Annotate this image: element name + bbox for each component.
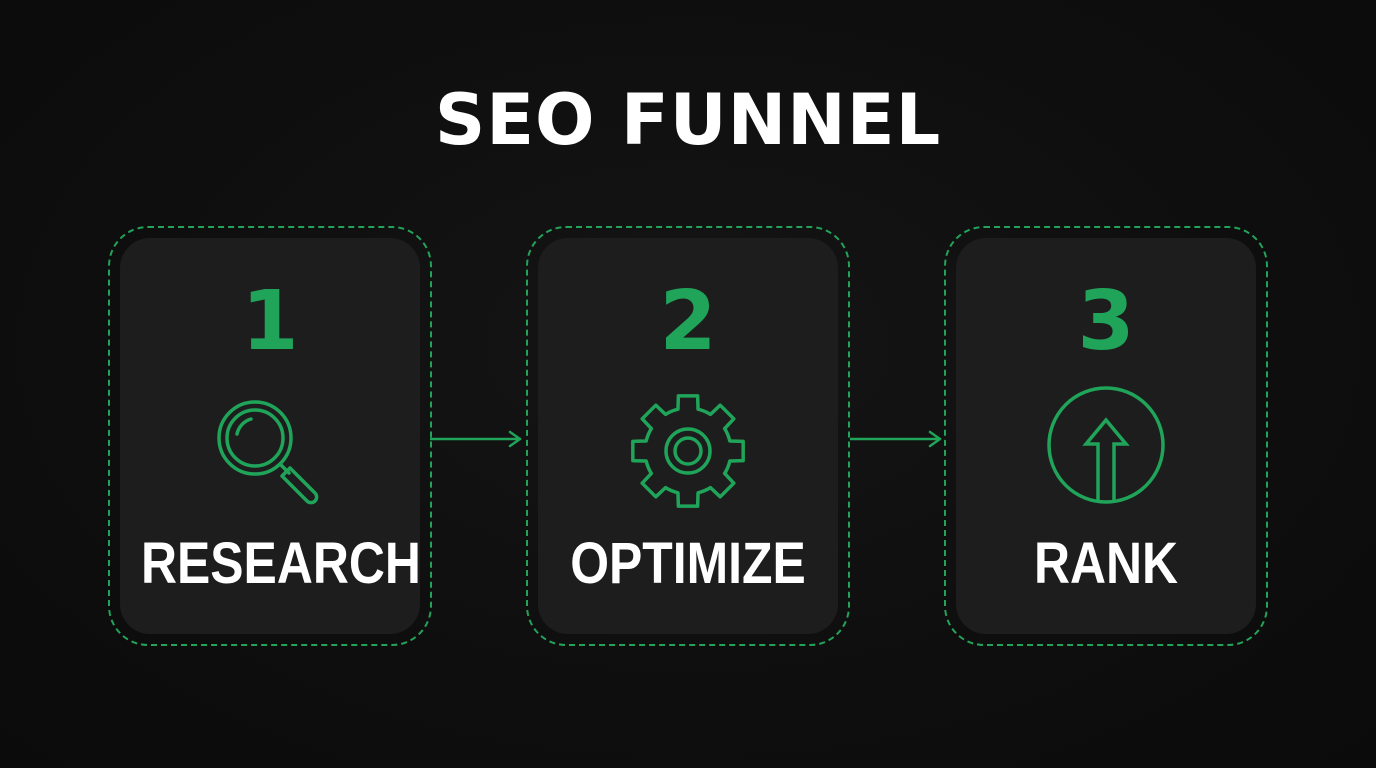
step-card-research: 1 RESEARCH — [108, 226, 432, 646]
step-card-body: 1 RESEARCH — [120, 238, 421, 634]
step-card-body: 2 OPTIMIZE — [538, 238, 838, 634]
up-arrow-circle-icon — [1041, 386, 1171, 516]
page-title: SEO FUNNEL — [434, 79, 942, 161]
step-number: 2 — [659, 274, 717, 369]
step-label: OPTIMIZE — [570, 531, 806, 596]
step-card-optimize: 2 OPTIMIZE — [526, 226, 850, 646]
step-card-body: 3 RANK — [956, 238, 1256, 634]
magnifying-glass-icon — [205, 386, 335, 516]
step-card-rank: 3 RANK — [944, 226, 1268, 646]
step-label: RESEARCH — [141, 531, 421, 596]
flow-arrow-1 — [430, 429, 524, 449]
step-number: 3 — [1077, 274, 1135, 369]
step-label: RANK — [1033, 531, 1179, 596]
flow-arrow-2 — [850, 429, 944, 449]
gear-icon — [623, 386, 753, 516]
step-number: 1 — [241, 274, 299, 369]
